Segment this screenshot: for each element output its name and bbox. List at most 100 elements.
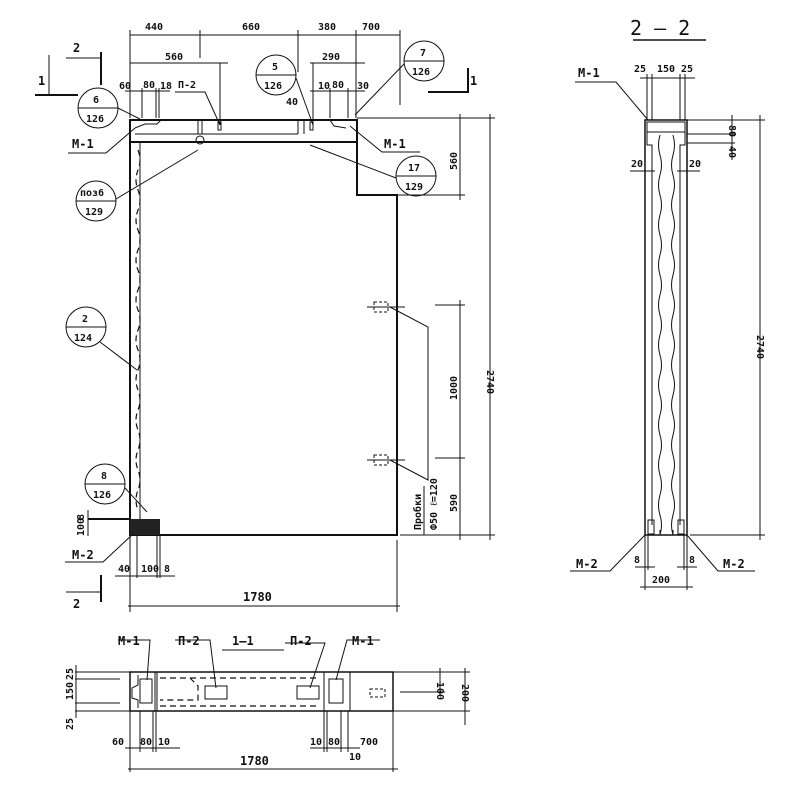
section-mark-2-top: 2 bbox=[66, 41, 102, 85]
dim-80b: 80 bbox=[332, 80, 344, 91]
panel-outline bbox=[88, 119, 398, 536]
callout-top: поз6 bbox=[80, 188, 104, 199]
section-mark-1-right: 1 bbox=[428, 68, 477, 93]
dim-8-left: 8 bbox=[76, 514, 87, 520]
dim-100-right: 100 bbox=[434, 682, 445, 700]
plugs bbox=[367, 301, 429, 481]
dim-25-s2b: 25 bbox=[681, 64, 693, 75]
dim-18: 18 bbox=[160, 81, 172, 92]
dim-200-right: 200 bbox=[459, 684, 470, 702]
section-1-1-title: 1—1 bbox=[232, 634, 254, 648]
dim-290: 290 bbox=[322, 52, 340, 63]
dim-380: 380 bbox=[318, 22, 336, 33]
dim-10: 10 bbox=[318, 81, 330, 92]
dim-8-bottom: 8 bbox=[164, 564, 170, 575]
dim-100-left: 100 bbox=[76, 518, 87, 536]
label-m2: М-2 bbox=[72, 548, 94, 562]
section-2-2-title: 2 – 2 bbox=[630, 16, 690, 40]
dim-40: 40 bbox=[286, 97, 298, 108]
dim-8-s2b: 8 bbox=[689, 555, 695, 566]
bottom-dimensions: 40 100 8 1780 100 8 bbox=[76, 510, 400, 612]
dim-40-s2: 40 bbox=[726, 146, 737, 158]
label-m1-s2: М-1 bbox=[578, 66, 600, 80]
dim-80-s1b: 80 bbox=[328, 737, 340, 748]
dim-8-s2a: 8 bbox=[634, 555, 640, 566]
label-p2: П-2 bbox=[178, 80, 196, 91]
dim-80-s2: 80 bbox=[726, 125, 737, 137]
top-dimensions: 440 660 380 700 560 290 60 80 18 10 80 3… bbox=[119, 22, 401, 125]
dim-660: 660 bbox=[242, 22, 260, 33]
section-mark-1-left: 1 bbox=[35, 55, 78, 96]
plugs-spec: Ф50 ℓ=120 bbox=[429, 478, 440, 530]
callout-top: 7 bbox=[420, 48, 426, 59]
dim-560-vertical: 560 bbox=[449, 152, 460, 170]
dim-60: 60 bbox=[119, 81, 131, 92]
section-1-1: 1—1 М-1 П-2 П-2 М-1 25 150 25 100 200 60… bbox=[65, 634, 470, 772]
callout-bottom: 124 bbox=[74, 333, 92, 344]
label-m1-b: М-1 bbox=[352, 634, 374, 648]
callout-7-126: 7 126 bbox=[354, 40, 445, 116]
dim-150-s2: 150 bbox=[657, 64, 675, 75]
label-p2-a: П-2 bbox=[178, 634, 200, 648]
dim-40-bottom: 40 bbox=[118, 564, 130, 575]
callout-poz6-129: поз6 129 bbox=[75, 149, 199, 222]
dim-30: 30 bbox=[357, 81, 369, 92]
callout-bottom: 129 bbox=[405, 182, 423, 193]
callout-bottom: 126 bbox=[86, 114, 104, 125]
dim-1000-vertical: 1000 bbox=[449, 376, 460, 400]
dim-25-top: 25 bbox=[65, 668, 76, 680]
plugs-label: Пробки bbox=[412, 494, 424, 530]
callout-top: 5 bbox=[272, 62, 278, 73]
dim-1780-front: 1780 bbox=[243, 590, 272, 604]
callout-top: 2 bbox=[82, 314, 88, 325]
dim-440: 440 bbox=[145, 22, 163, 33]
label-m1-right: М-1 bbox=[384, 137, 406, 151]
dim-80-s1a: 80 bbox=[140, 737, 152, 748]
label-m1-a: М-1 bbox=[118, 634, 140, 648]
callout-2-124: 2 124 bbox=[65, 306, 138, 371]
dim-2740-s2: 2740 bbox=[754, 335, 765, 359]
callout-top: 8 bbox=[101, 471, 107, 482]
section-number: 1 bbox=[38, 74, 45, 88]
dim-2740-vertical: 2740 bbox=[484, 370, 495, 394]
front-view: 440 660 380 700 560 290 60 80 18 10 80 3… bbox=[35, 22, 495, 612]
label-m2-s2-right: М-2 bbox=[723, 557, 745, 571]
dim-25-s2a: 25 bbox=[634, 64, 646, 75]
dim-700-s1: 700 bbox=[360, 737, 378, 748]
dim-560: 560 bbox=[165, 52, 183, 63]
callout-top: 6 bbox=[93, 95, 99, 106]
embedded-plate-m2 bbox=[130, 519, 160, 535]
section-number: 2 bbox=[73, 41, 80, 55]
dim-10-s1b: 10 bbox=[310, 737, 322, 748]
callout-bottom: 126 bbox=[412, 67, 430, 78]
callout-8-126: 8 126 bbox=[84, 463, 148, 513]
callout-17-129: 17 129 bbox=[309, 144, 437, 197]
section-mark-2-bottom: 2 bbox=[66, 575, 102, 611]
dim-10-s1c: 10 bbox=[349, 752, 361, 763]
label-p2-b: П-2 bbox=[290, 634, 312, 648]
lifting-loop-icon bbox=[195, 135, 205, 145]
callout-top: 17 bbox=[408, 163, 420, 174]
dim-25-bottom: 25 bbox=[65, 718, 76, 730]
callout-bottom: 126 bbox=[93, 490, 111, 501]
callout-bottom: 129 bbox=[85, 207, 103, 218]
callout-bottom: 126 bbox=[264, 81, 282, 92]
callout-6-126: 6 126 bbox=[77, 87, 141, 129]
dim-80: 80 bbox=[143, 80, 155, 91]
callout-5-126: 5 126 bbox=[255, 54, 314, 126]
dim-1780-s1: 1780 bbox=[240, 754, 269, 768]
p2-right bbox=[296, 685, 320, 700]
section-2-2: 2 – 2 М-1 25 150 25 80 40 2740 20 20 М-2… bbox=[570, 16, 765, 590]
label-m1-left: М-1 bbox=[72, 137, 94, 151]
dim-700: 700 bbox=[362, 22, 380, 33]
dim-60-s1: 60 bbox=[112, 737, 124, 748]
label-m2-s2-left: М-2 bbox=[576, 557, 598, 571]
right-dimensions: 560 2740 1000 590 Пробки Ф50 ℓ=120 bbox=[357, 114, 495, 540]
dim-200-s2: 200 bbox=[652, 575, 670, 586]
dim-10-s1a: 10 bbox=[158, 737, 170, 748]
dim-590-vertical: 590 bbox=[449, 494, 460, 512]
section-number: 2 bbox=[73, 597, 80, 611]
dim-20-s2a: 20 bbox=[631, 159, 643, 170]
